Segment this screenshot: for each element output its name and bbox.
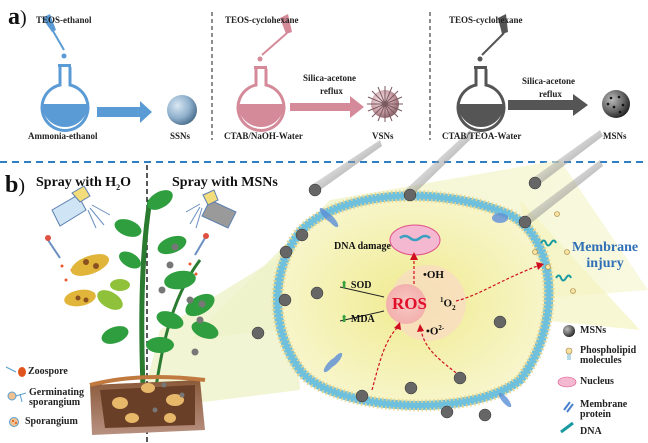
dna-fragments <box>540 239 572 282</box>
flask-ammonia-ethanol <box>40 14 152 132</box>
step2-solvent: CTAB/NaOH-Water <box>224 131 303 141</box>
legend-sporangium: Sporangium <box>25 416 78 427</box>
dna-icon <box>560 421 574 434</box>
step2-arrow-label-1: Silica-acetone <box>303 73 356 83</box>
msn-icon <box>563 325 575 337</box>
dna-strand <box>399 234 431 242</box>
zoospore-icon <box>5 366 26 377</box>
vsn-particle <box>367 86 403 122</box>
legend-nucleus: Nucleus <box>580 376 614 387</box>
dna-damage-label: DNA damage <box>334 241 391 252</box>
spray-water-title: Spray with H2O <box>36 175 132 192</box>
flask-ctab-naoh <box>236 14 364 132</box>
phospholipid-icon <box>565 347 573 360</box>
ssn-particle <box>167 95 197 125</box>
nucleus-icon <box>557 376 577 388</box>
superoxide-label: •O2- <box>426 324 445 338</box>
msn-particles <box>251 176 542 422</box>
up-arrow-icon: ⬆ <box>340 314 349 325</box>
step1-reagent: TEOS-ethanol <box>36 15 92 25</box>
spray-msns-title: Spray with MSNs <box>172 175 278 190</box>
step2-reagent: TEOS-cyclohexane <box>225 15 299 25</box>
plant <box>64 190 219 431</box>
membrane-protein-icon <box>563 401 574 413</box>
step3-arrow-label-2: reflux <box>539 89 562 99</box>
step3-product: MSNs <box>603 131 627 141</box>
germinating-sporangium-icon <box>7 391 27 403</box>
spray-bottle-msns <box>185 189 237 229</box>
legend-zoospore: Zoospore <box>28 366 68 377</box>
soil <box>89 374 206 435</box>
step1-solvent: Ammonia-ethanol <box>28 131 98 141</box>
msn-particle-large <box>602 90 630 118</box>
hydroxyl-radical-label: •OH <box>423 269 444 281</box>
msn-trails <box>310 130 603 227</box>
flask-ctab-teoa <box>456 14 588 132</box>
legend-dna: DNA <box>580 426 602 437</box>
panel-a-label: a) <box>8 4 27 30</box>
step1-product: SSNs <box>170 131 191 141</box>
step2-product: VSNs <box>372 131 394 141</box>
sod-label: ⬆ SOD <box>340 280 372 291</box>
step3-reagent: TEOS-cyclohexane <box>449 15 523 25</box>
step2-arrow-label-2: reflux <box>320 86 343 96</box>
panel-b-label: b) <box>5 172 26 198</box>
sporangium-icon <box>9 417 19 427</box>
phospholipid-debris <box>532 211 576 294</box>
membrane-protein <box>319 207 512 408</box>
up-arrow-icon: ⬆ <box>340 280 349 291</box>
step3-solvent: CTAB/TEOA-Water <box>442 131 522 141</box>
singlet-oxygen-label: 1O2 <box>440 296 456 312</box>
spray-bottle-water <box>51 185 111 229</box>
mda-label: ⬆ MDA <box>340 314 375 325</box>
ros-label: ROS <box>392 294 427 313</box>
legend-msns: MSNs <box>580 325 607 336</box>
step3-arrow-label-1: Silica-acetone <box>522 76 575 86</box>
